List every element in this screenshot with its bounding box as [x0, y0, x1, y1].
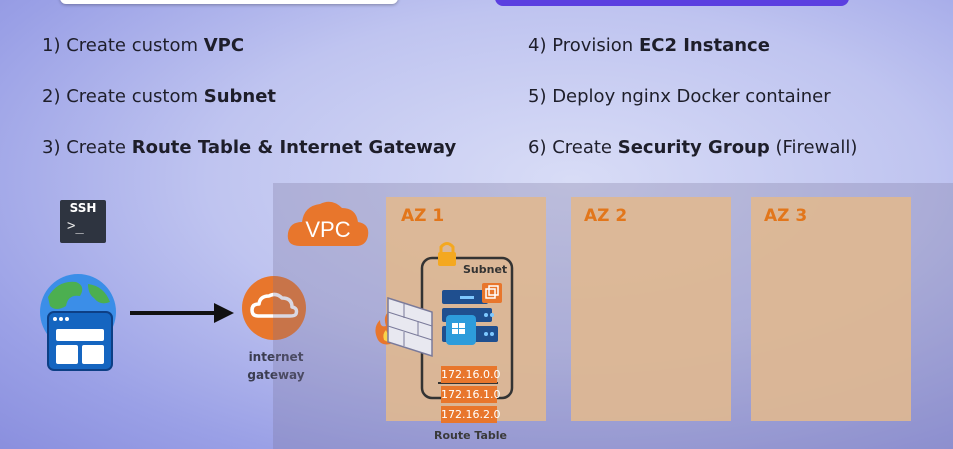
ssh-label: SSH: [69, 201, 97, 215]
vpc-cloud-icon: VPC: [287, 201, 369, 246]
step-1: 1) Create custom VPC: [42, 35, 245, 56]
route-entry: 172.16.1.0: [441, 386, 501, 403]
az-3-label: AZ 3: [764, 206, 808, 226]
firewall-icon: [375, 296, 433, 358]
internet-gateway-icon: [242, 276, 306, 340]
route-table-label: Route Table: [434, 429, 508, 442]
az-3-zone: [751, 197, 911, 421]
header-box-right: [495, 0, 849, 6]
route-entry: 172.16.2.0: [441, 406, 501, 423]
az-2-zone: [571, 197, 731, 421]
route-entry: 172.16.0.0: [441, 366, 501, 383]
ssh-terminal-icon: SSH >_: [60, 200, 106, 243]
step-2: 2) Create custom Subnet: [42, 86, 277, 107]
step-5: 5) Deploy nginx Docker container: [528, 86, 831, 107]
step-4: 4) Provision EC2 Instance: [528, 35, 770, 56]
subnet-label: Subnet: [463, 263, 508, 276]
globe-browser-icon: [40, 274, 116, 371]
arrow-icon: [130, 303, 234, 323]
az-2-label: AZ 2: [584, 206, 628, 226]
terminal-prompt: >_: [67, 218, 84, 234]
header-box-left: [60, 0, 398, 4]
ec2-docker-server-icon: [442, 283, 502, 345]
az-1-label: AZ 1: [401, 206, 445, 226]
svg-text:VPC: VPC: [305, 217, 350, 242]
step-3: 3) Create Route Table & Internet Gateway: [42, 137, 457, 158]
step-6: 6) Create Security Group (Firewall): [528, 137, 858, 158]
